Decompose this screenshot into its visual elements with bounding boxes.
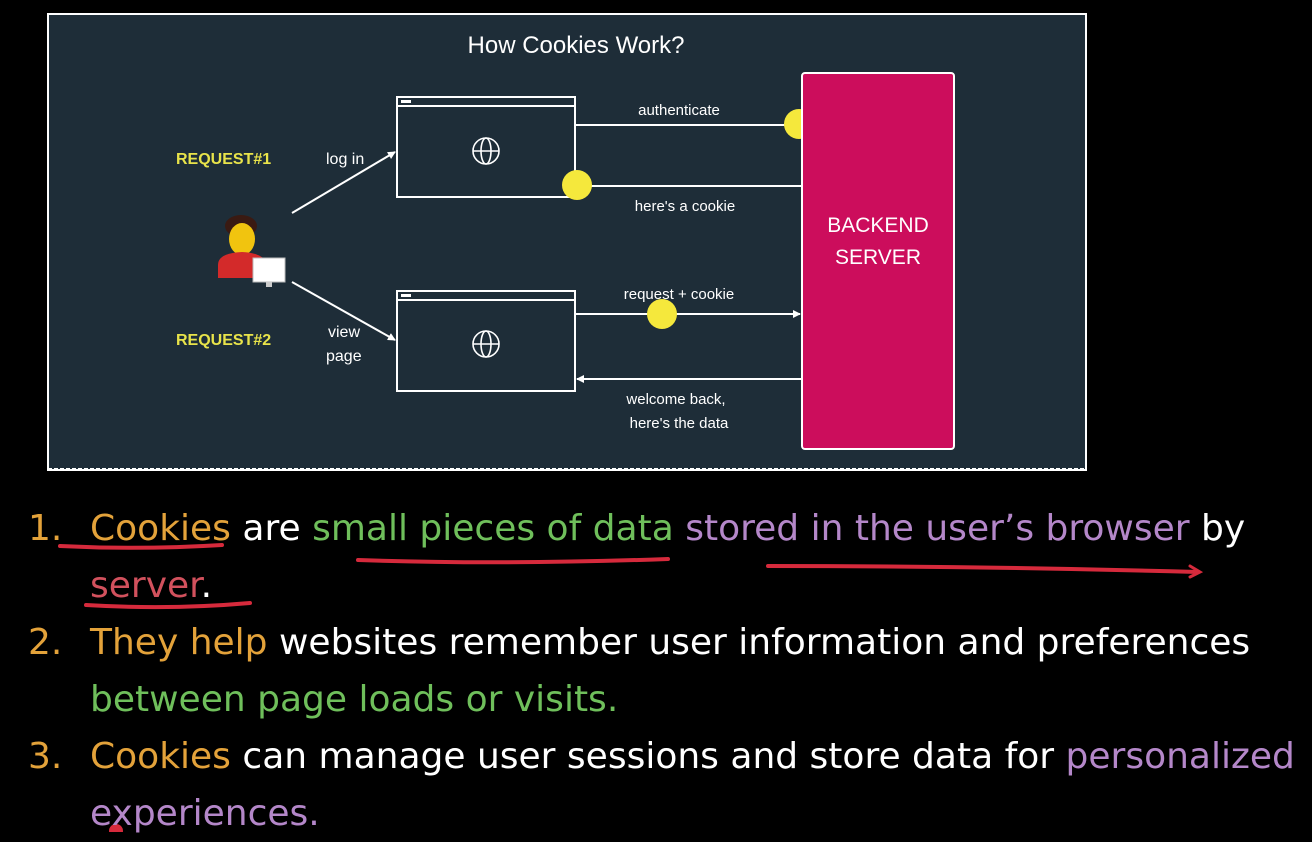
underline-stored-tip	[1188, 564, 1204, 579]
list-number: 1.	[28, 508, 63, 549]
request-cookie-label: request + cookie	[624, 286, 735, 303]
underline-cookies	[58, 543, 224, 550]
text-small-pieces: small pieces of data	[312, 508, 674, 549]
browser-window-1	[396, 96, 576, 198]
text-by: by	[1189, 508, 1246, 549]
authenticate-label: authenticate	[638, 102, 720, 119]
backend-server-box	[801, 72, 955, 450]
pen-cursor-dot	[109, 824, 123, 832]
list-number: 3.	[28, 736, 63, 777]
text-plain: are	[230, 508, 313, 549]
view-arrow	[291, 281, 396, 341]
globe-icon	[472, 330, 500, 358]
welcome-label-line2: here's the data	[630, 415, 729, 432]
text-cookies: Cookies	[90, 508, 231, 549]
list-item: 3. Cookies can manage user sessions and …	[28, 728, 1312, 842]
text-plain: can manage user sessions and store data …	[230, 736, 1066, 777]
cookie-dot	[562, 170, 592, 200]
cookie-label: here's a cookie	[635, 198, 735, 215]
text-server: server	[90, 565, 201, 606]
underline-server	[84, 601, 252, 610]
cookie-dot	[647, 299, 677, 329]
underline-small-pieces	[356, 557, 670, 565]
text-plain: websites remember user information and p…	[267, 622, 1251, 663]
list-number: 2.	[28, 622, 63, 663]
text-cookies: Cookies	[90, 736, 231, 777]
underline-stored	[766, 564, 1200, 574]
welcome-label-line1: welcome back,	[625, 391, 725, 408]
browser-window-2	[396, 290, 576, 392]
list-text: Cookies can manage user sessions and sto…	[90, 728, 1312, 842]
text-space	[674, 508, 685, 549]
server-label-line1: BACKEND	[827, 214, 929, 237]
text-between: between page loads or visits.	[90, 679, 619, 720]
user-at-computer-icon	[218, 215, 286, 287]
view-label-line2: page	[326, 348, 362, 365]
text-period: .	[200, 565, 213, 606]
view-label-line1: view	[328, 324, 360, 341]
server-label-line2: SERVER	[835, 246, 921, 269]
list-item: 1. Cookies are small pieces of data stor…	[28, 500, 1312, 614]
list-item: 2. They help websites remember user info…	[28, 614, 1312, 728]
text-they-help: They help	[90, 622, 268, 663]
request1-label: REQUEST#1	[176, 151, 271, 168]
globe-icon	[472, 137, 500, 165]
login-arrow	[291, 151, 396, 214]
login-label: log in	[326, 151, 364, 168]
text-personalized: personalized experiences.	[90, 736, 1295, 834]
list-text: They help websites remember user informa…	[90, 614, 1312, 728]
list-text: Cookies are small pieces of data stored …	[90, 500, 1312, 614]
points-list: 1. Cookies are small pieces of data stor…	[28, 500, 1312, 842]
request2-label: REQUEST#2	[176, 332, 271, 349]
diagram-title: How Cookies Work?	[468, 32, 685, 59]
text-stored: stored in the user’s browser	[685, 508, 1190, 549]
